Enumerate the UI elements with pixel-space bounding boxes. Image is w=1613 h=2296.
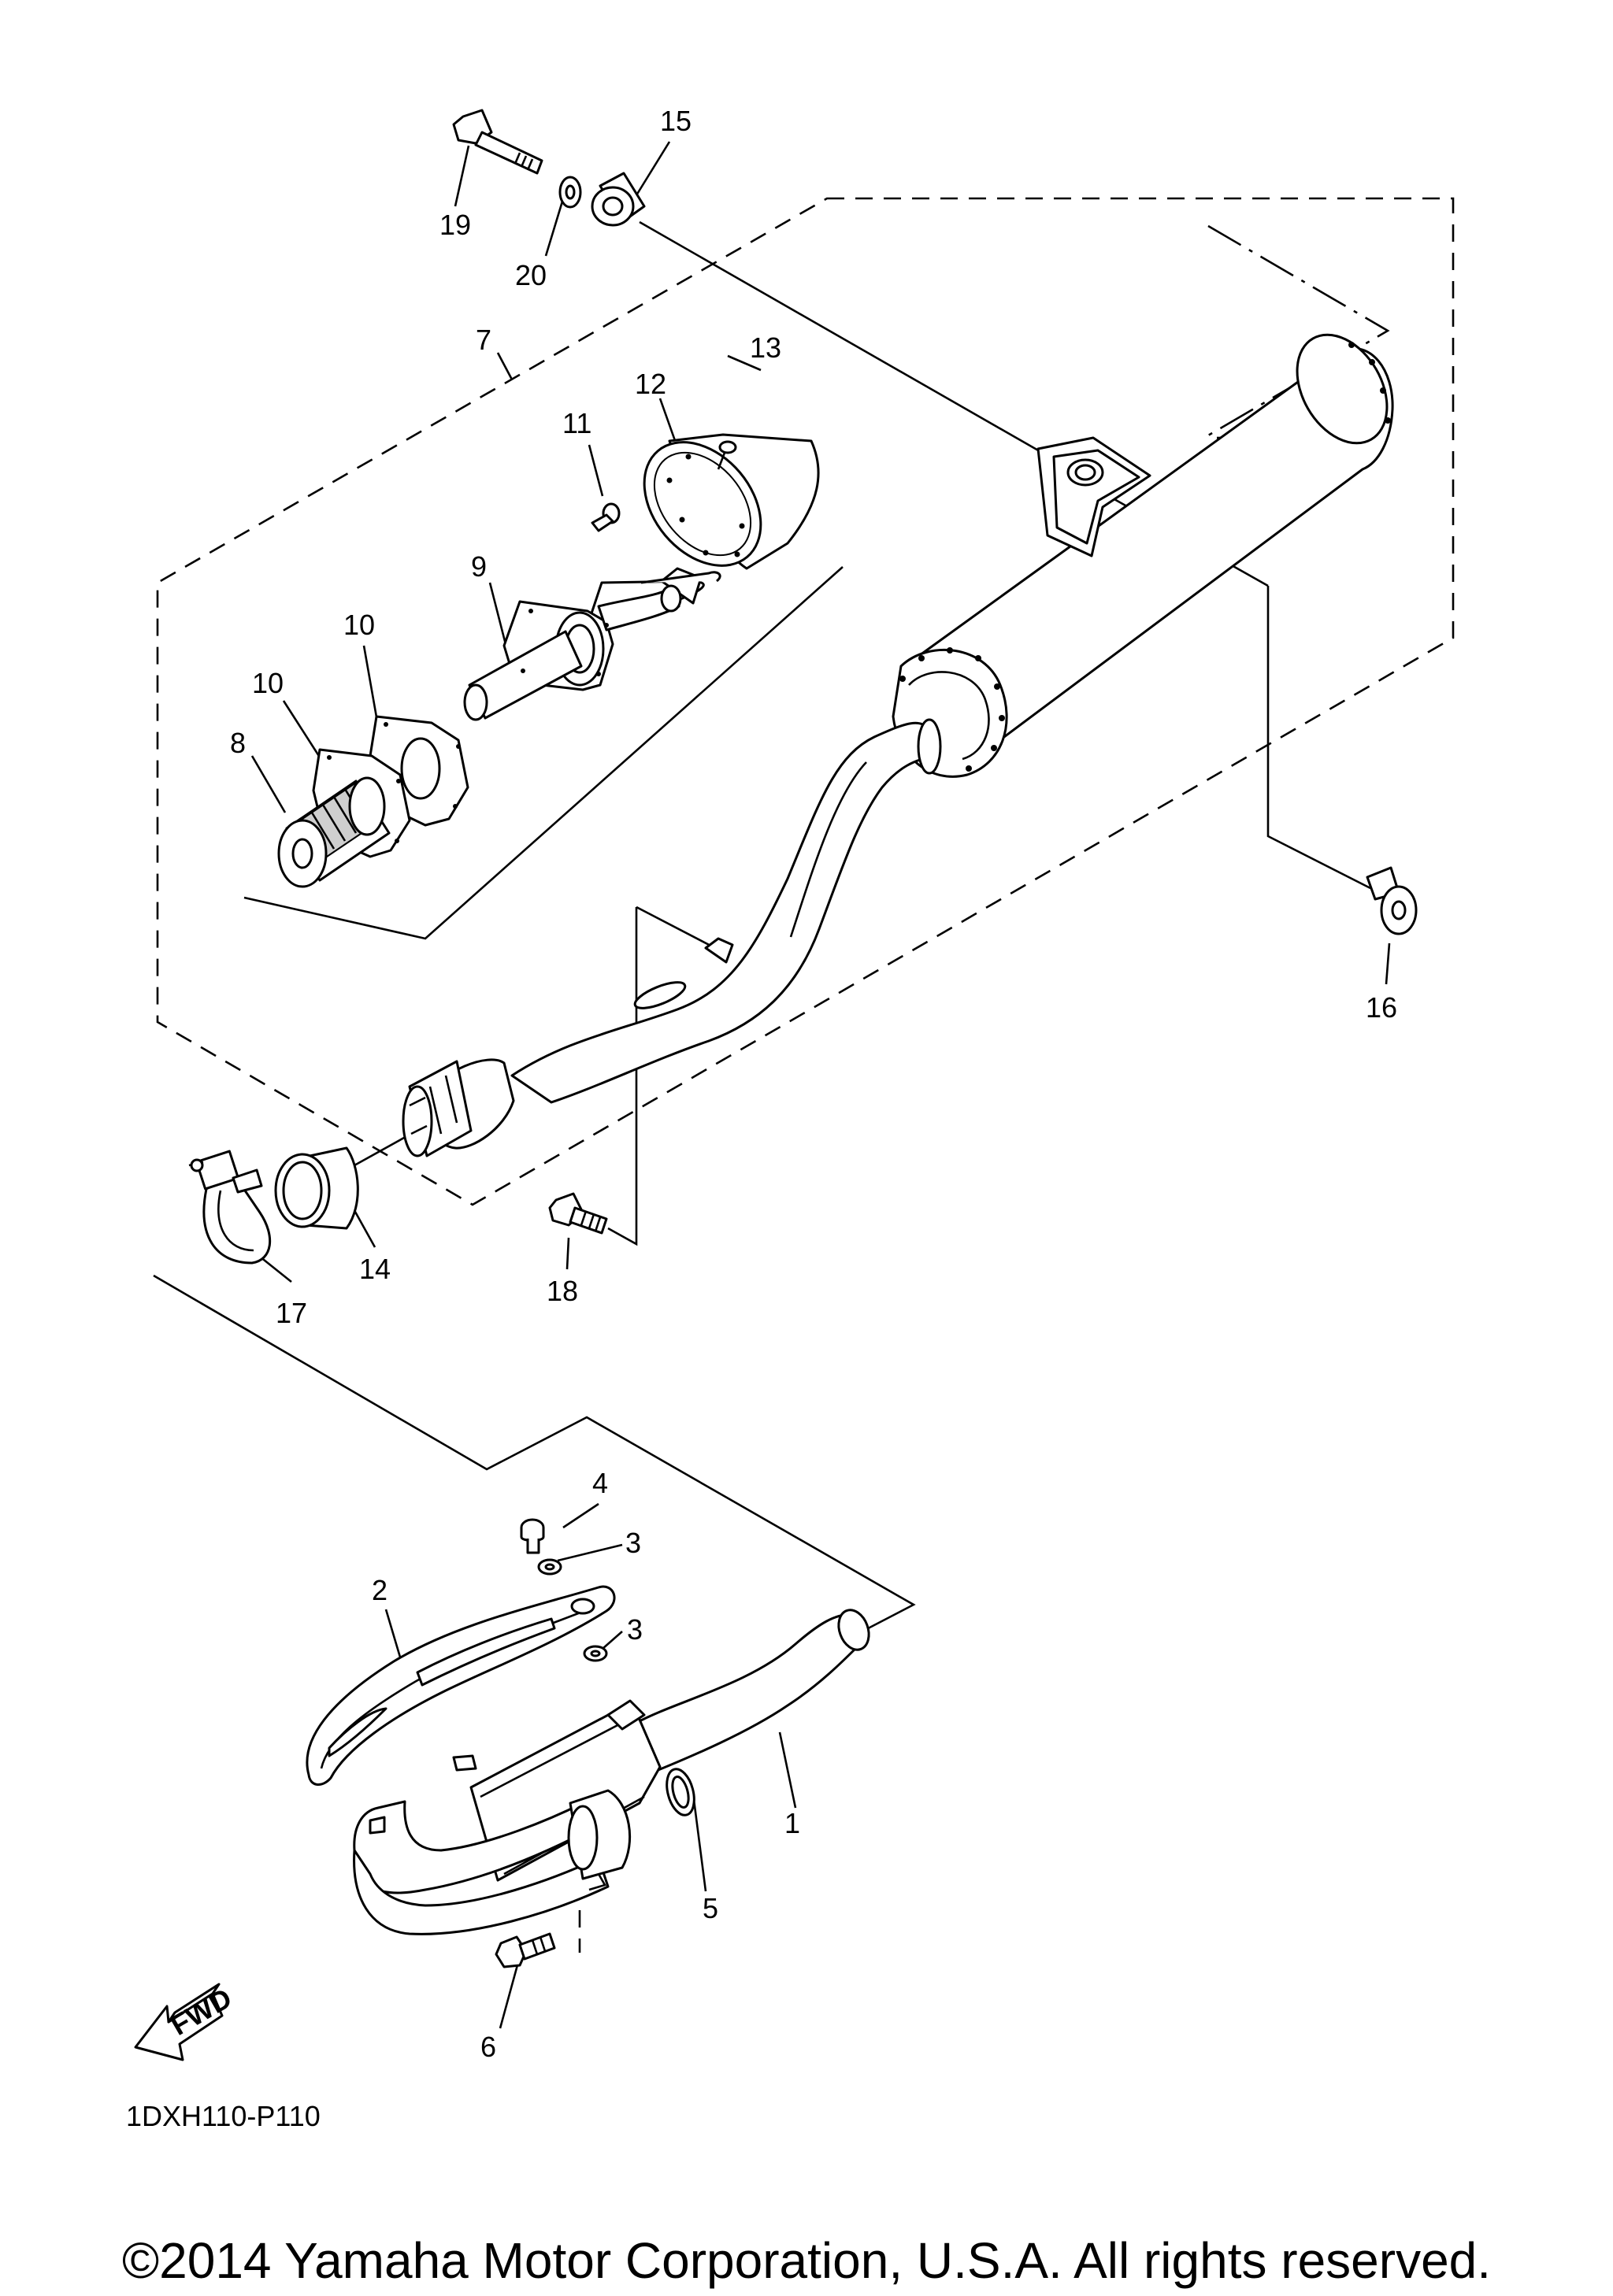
internal-parts-boundary (243, 566, 844, 940)
callout-15: 15 (660, 105, 692, 137)
callout-12: 12 (635, 368, 666, 400)
muffler-body (892, 333, 1394, 778)
grommet-16 (1366, 866, 1418, 935)
callout-19: 19 (439, 209, 471, 241)
callout-1: 1 (784, 1807, 800, 1839)
callout-6: 6 (480, 2031, 496, 2063)
washer-3-top (537, 1558, 562, 1576)
damper-15 (591, 172, 646, 227)
washer-20 (558, 176, 582, 209)
fwd-arrow-text: FWD (165, 1981, 237, 2041)
callout-9: 9 (471, 550, 487, 583)
callout-3-bottom: 3 (627, 1613, 643, 1646)
heat-protector-2 (306, 1585, 616, 1786)
callout-10-left: 10 (252, 667, 284, 699)
bolt-11 (591, 502, 621, 532)
bracket-line-a (636, 905, 716, 950)
callout-numbers: 19 20 15 7 13 12 11 9 10 10 8 16 14 17 1… (230, 105, 1397, 2063)
fwd-arrow-icon: FWD (134, 1981, 237, 2061)
callout-leaders (243, 141, 1391, 2029)
callout-14: 14 (359, 1253, 391, 1285)
callout-4: 4 (592, 1467, 608, 1499)
gasket-14 (274, 1146, 359, 1230)
bolt-18 (548, 1192, 608, 1235)
diagram-code: 1DXH110-P110 (126, 2100, 321, 2132)
washer-3-bottom (583, 1645, 608, 1662)
callout-7: 7 (476, 324, 491, 356)
bolt-4 (520, 1518, 545, 1554)
muffler-link-pipe (402, 718, 942, 1157)
callout-3-top: 3 (625, 1527, 641, 1559)
exhaust-pipe-group-boundary (153, 1274, 916, 1647)
clamp-17 (188, 1150, 272, 1265)
callout-2: 2 (372, 1574, 387, 1606)
callout-18: 18 (547, 1275, 578, 1307)
bolt-19 (452, 109, 543, 175)
callout-20: 20 (515, 259, 547, 291)
callout-8: 8 (230, 727, 246, 759)
callout-13: 13 (750, 331, 781, 364)
callout-17: 17 (276, 1297, 307, 1329)
tail-pipe-9 (463, 567, 721, 721)
bolt-6 (495, 1932, 556, 1968)
silencer-core-8 (277, 776, 391, 888)
end-cap-12 (643, 433, 820, 570)
exhaust-pipe-1 (353, 1609, 870, 1953)
gasket-5 (666, 1768, 695, 1816)
callout-5: 5 (703, 1892, 718, 1924)
muffler-body-boundary (1207, 224, 1390, 437)
callout-11: 11 (562, 407, 591, 439)
bolt-18-mount-lines (607, 907, 638, 1246)
callout-10-right: 10 (343, 609, 375, 641)
screw-13 (717, 440, 737, 470)
copyright-notice: ©2014 Yamaha Motor Corporation, U.S.A. A… (121, 2232, 1492, 2289)
muffler-assembly-boundary (156, 197, 1455, 1206)
callout-16: 16 (1366, 991, 1397, 1024)
